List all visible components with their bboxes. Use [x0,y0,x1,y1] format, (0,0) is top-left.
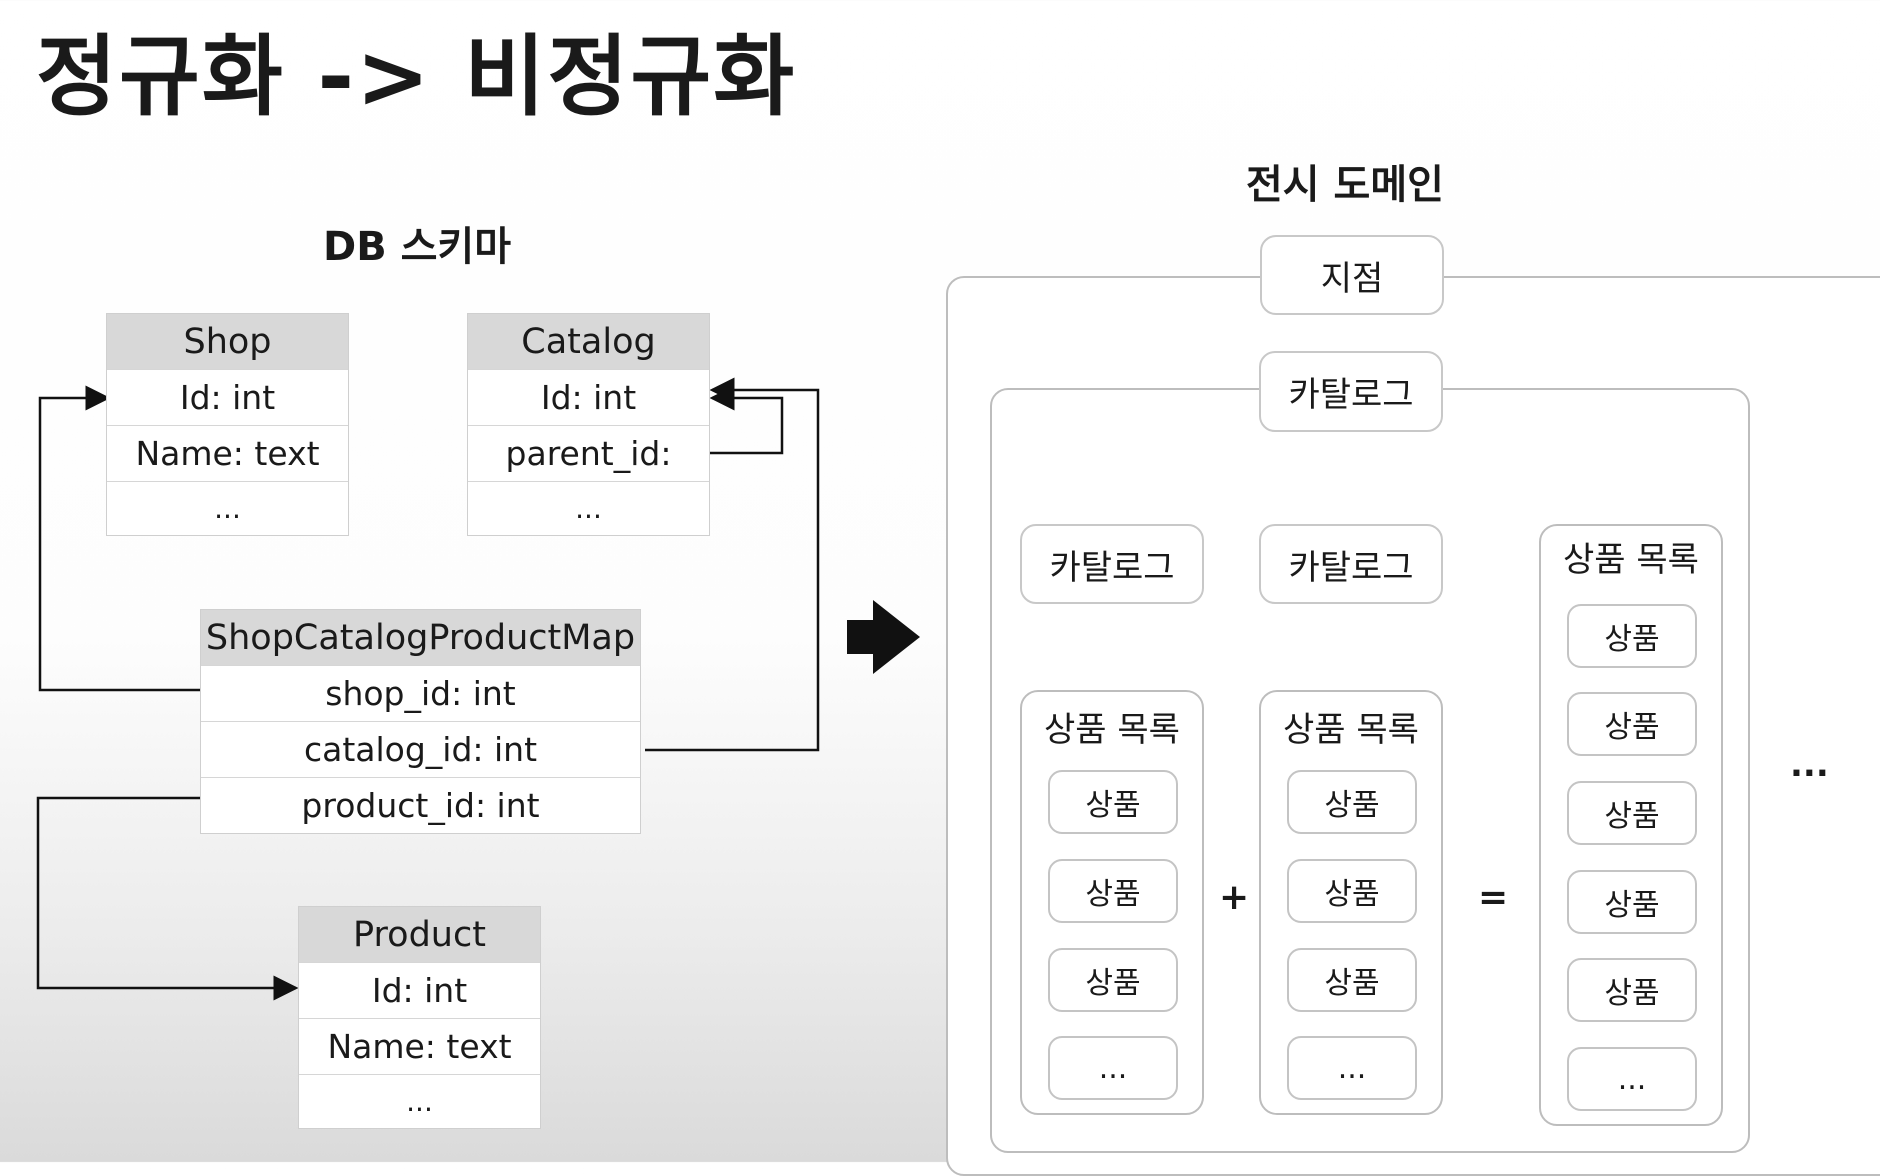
product-table: Product Id: int Name: text ... [298,906,541,1129]
product-item: 상품 [1567,958,1697,1022]
table-field: product_id: int [201,777,640,833]
product-list-label: 상품 목록 [1563,540,1699,580]
product-item: 상품 [1287,770,1417,834]
table-header: ShopCatalogProductMap [201,610,640,665]
db-schema-heading: DB 스키마 [323,224,512,270]
shop-table: Shop Id: int Name: text ... [106,313,349,536]
page-title: 정규화 -> 비정규화 [36,25,797,128]
table-field: shop_id: int [201,665,640,721]
product-item: 상품 [1287,948,1417,1012]
merged-product-list-panel: 상품 목록 상품 상품 상품 상품 상품 ... [1539,524,1723,1126]
transform-arrow [847,600,920,674]
product-item: 상품 [1287,859,1417,923]
product-item: 상품 [1567,692,1697,756]
product-item: 상품 [1048,770,1178,834]
branch-box: 지점 [1260,235,1444,315]
table-field: parent_id: [468,425,709,481]
plus-sign: + [1219,877,1250,918]
table-field: Id: int [468,369,709,425]
arrow-product-id [36,796,299,1001]
product-item-more: ... [1567,1047,1697,1111]
product-item: 상품 [1567,604,1697,668]
table-field: Id: int [107,369,348,425]
table-header: Shop [107,314,348,369]
product-item-more: ... [1287,1036,1417,1100]
product-list-label: 상품 목록 [1283,710,1419,750]
product-item-more: ... [1048,1036,1178,1100]
product-item: 상품 [1048,948,1178,1012]
product-list-label: 상품 목록 [1044,710,1180,750]
table-field: ... [299,1074,540,1128]
display-domain-heading: 전시 도메인 [1246,162,1444,208]
table-field: catalog_id: int [201,721,640,777]
table-field: ... [107,481,348,535]
child-catalog-box: 카탈로그 [1259,524,1443,604]
equals-sign: = [1478,877,1509,918]
shop-catalog-product-map-table: ShopCatalogProductMap shop_id: int catal… [200,609,641,834]
table-header: Catalog [468,314,709,369]
table-field: Name: text [107,425,348,481]
product-item: 상품 [1567,870,1697,934]
child-catalog-box: 카탈로그 [1020,524,1204,604]
product-item: 상품 [1048,859,1178,923]
catalog-table: Catalog Id: int parent_id: ... [467,313,710,536]
arrow-catalog-self [709,385,784,455]
product-item: 상품 [1567,781,1697,845]
table-field: Id: int [299,962,540,1018]
product-list-panel: 상품 목록 상품 상품 상품 ... [1259,690,1443,1115]
arrow-shop-id [38,385,200,692]
more-ellipsis: ... [1790,745,1829,785]
table-header: Product [299,907,540,962]
root-catalog-box: 카탈로그 [1259,351,1443,432]
product-list-panel: 상품 목록 상품 상품 상품 ... [1020,690,1204,1115]
table-field: Name: text [299,1018,540,1074]
arrow-catalog-id [645,377,820,752]
table-field: ... [468,481,709,535]
